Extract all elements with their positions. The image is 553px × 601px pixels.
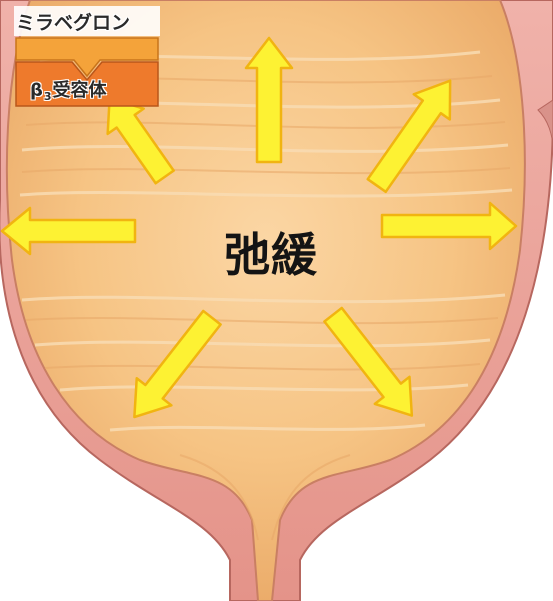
- receptor-subscript: 3: [44, 90, 52, 103]
- relaxation-label: 弛緩: [206, 222, 336, 282]
- receptor-symbol: β: [30, 80, 43, 101]
- drug-name-label: ミラベグロン: [16, 8, 158, 38]
- receptor-label: β3受容体: [30, 80, 107, 102]
- receptor-text: 受容体: [53, 80, 107, 101]
- drug-badge: ミラベグロン β3受容体: [16, 8, 158, 106]
